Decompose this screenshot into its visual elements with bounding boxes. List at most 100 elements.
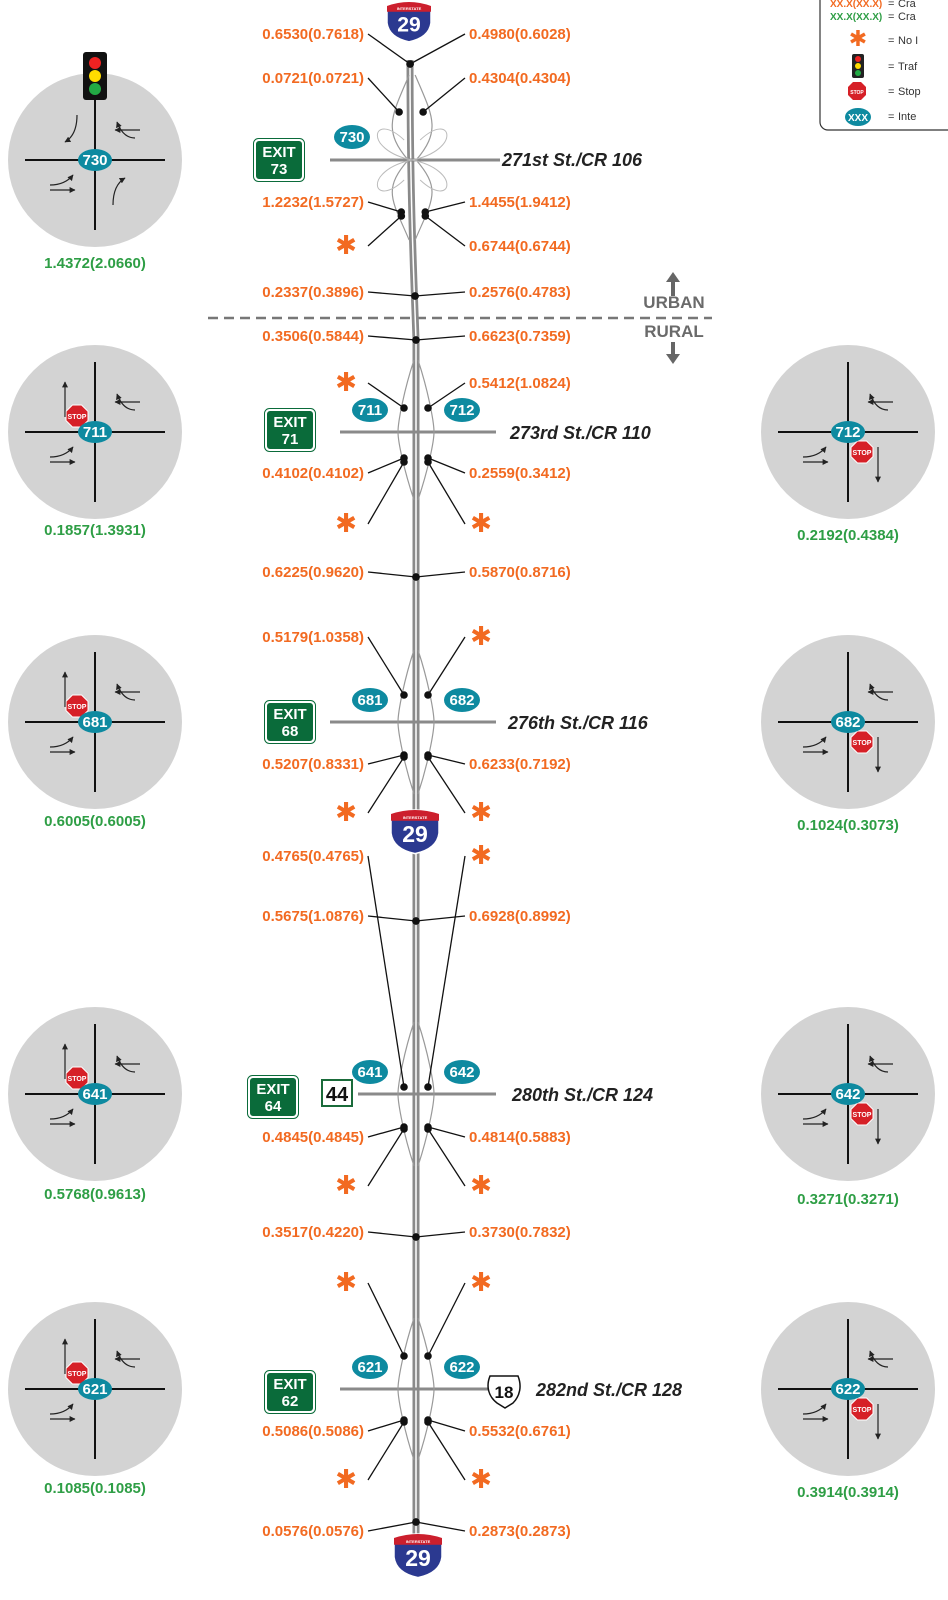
segment-left-9: 0.6225(0.9620) (262, 564, 420, 581)
intersection-crash-rate: 0.2192(0.4384) (797, 527, 899, 544)
stop-sign-icon: STOP (850, 730, 874, 754)
node-dot (411, 292, 419, 300)
state-route-border (321, 1079, 353, 1107)
leader-line (427, 756, 466, 814)
legend-label-segment: Cra (898, 0, 917, 10)
badge-number: 622 (835, 1381, 860, 1398)
no-injury-asterisk-icon: ✱ (335, 367, 357, 397)
no-injury-asterisk-icon: ✱ (335, 230, 357, 260)
leader-line (427, 457, 466, 474)
stop-text: STOP (68, 414, 87, 421)
stop-text: STOP (68, 1371, 87, 1378)
badge-ellipse (444, 398, 480, 422)
shield-band (387, 2, 431, 12)
segment-crash-rate: 0.4845(0.4845) (262, 1129, 364, 1146)
intersection-badge: 712 (831, 421, 865, 443)
intersection-crash-rate: 1.4372(2.0660) (44, 255, 146, 272)
leader-line (415, 571, 466, 578)
interstate-mainline (406, 59, 420, 1540)
intersection-badge: 681 (78, 711, 112, 733)
movement-arrow (116, 1055, 136, 1073)
stop-text: STOP (853, 740, 872, 747)
state-route-number: 44 (326, 1084, 349, 1106)
movement-arrow (49, 174, 74, 186)
badge-number: 730 (339, 129, 364, 146)
intersection-730: 730 1.4372(2.0660) (8, 52, 182, 272)
movement-arrow (869, 1350, 889, 1368)
ramp-line (414, 159, 433, 241)
ramp-line (397, 1021, 415, 1167)
segment-right-21: 0.2873(0.2873) (412, 1518, 571, 1540)
ramp-line (397, 1317, 415, 1461)
intersection-crash-rate: 0.3271(0.3271) (797, 1191, 899, 1208)
interchange-badge: 642 (444, 1060, 480, 1084)
interchange-badge: 641 (352, 1060, 388, 1084)
segment-crash-rate: 0.0721(0.0721) (262, 70, 364, 87)
movement-arrow (116, 393, 136, 411)
movement-arrow (112, 177, 126, 206)
segment-left-11: 0.5207(0.8331) (262, 751, 408, 773)
shield-label: INTERSTATE (403, 815, 428, 820)
leader-line (367, 1126, 405, 1138)
exit-number: 64 (265, 1098, 282, 1115)
leader-line (427, 1421, 466, 1481)
node-dot (395, 108, 403, 116)
ramp-line (391, 74, 410, 161)
segment-crash-rate: 0.6744(0.6744) (469, 238, 571, 255)
badge-number: 681 (82, 714, 107, 731)
rural-label: RURAL (644, 322, 704, 341)
movement-arrow (49, 736, 74, 748)
interchange-badge: 712 (444, 398, 480, 422)
movement-arrow (116, 121, 136, 139)
shield-band (391, 810, 439, 821)
segment-right-2: 1.4455(1.9412) (421, 194, 571, 216)
segment-left-2: 1.2232(1.5727) (262, 194, 406, 216)
segment-left-6: ✱ (335, 367, 408, 412)
stop-text: STOP (853, 1112, 872, 1119)
intersection-badge: 622 (831, 1378, 865, 1400)
legend-label-stop: Stop (898, 86, 921, 98)
exit-sign-panel (265, 701, 315, 743)
interchange-badge: 730 (334, 125, 370, 149)
badge-number: 711 (83, 424, 107, 441)
exit-sign-panel (265, 409, 315, 451)
movement-arrow (869, 393, 889, 411)
leader-line (427, 1128, 466, 1187)
legend-label-intersection: Cra (898, 11, 917, 23)
badge-ellipse (831, 711, 865, 733)
exit-sign-border (264, 408, 316, 452)
asterisk-icon: ✱ (849, 26, 867, 51)
node-dot (400, 1125, 408, 1133)
node-dot (424, 1125, 432, 1133)
leader-line (427, 855, 466, 1088)
leader-line (367, 201, 402, 213)
badge-number: 730 (82, 152, 107, 169)
no-injury-asterisk-icon: ✱ (470, 508, 492, 538)
leader-line (422, 77, 466, 113)
leader-line (367, 382, 405, 409)
ramp-line (397, 649, 415, 795)
badge-number: 621 (82, 1381, 107, 1398)
leader-line (367, 1421, 405, 1481)
no-injury-asterisk-icon: ✱ (335, 508, 357, 538)
stop-text: STOP (68, 1076, 87, 1083)
state-route-shield: 44 (321, 1079, 353, 1107)
badge-number: 621 (357, 1359, 382, 1376)
badge-number: 642 (449, 1064, 474, 1081)
leader-line (367, 291, 416, 297)
segment-crash-rate: 0.4814(0.5883) (469, 1129, 571, 1146)
svg-text:=: = (888, 61, 894, 73)
segment-right-5: 0.6623(0.7359) (412, 328, 571, 345)
node-dot (400, 458, 408, 466)
exit-sign-panel (254, 139, 304, 181)
ramp-line (417, 359, 435, 501)
node-dot (412, 573, 420, 581)
leader-line (415, 291, 466, 297)
movement-arrow (49, 1403, 74, 1415)
stop-octagon (850, 730, 874, 754)
svg-text:STOP: STOP (850, 90, 864, 96)
